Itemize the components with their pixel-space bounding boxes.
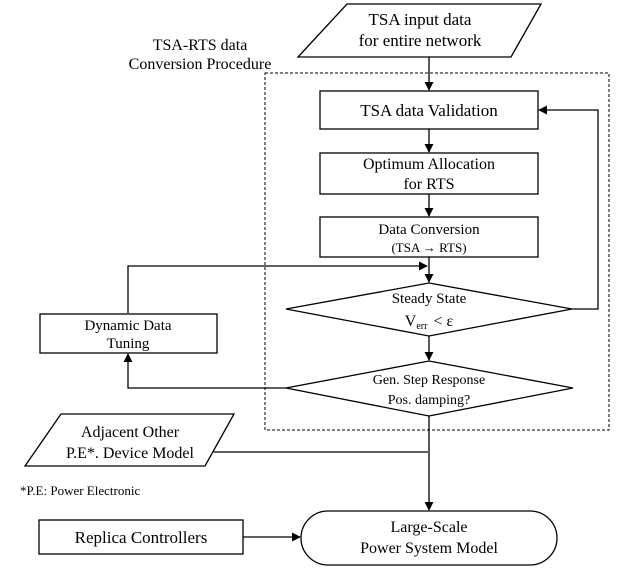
node-adjacent-line1: Adjacent Other [81,424,180,441]
procedure-label-line2: Conversion Procedure [129,56,272,73]
node-tuning: Dynamic Data Tuning [39,313,218,354]
procedure-frame [264,72,610,431]
steady-state-var: V [405,313,417,330]
node-tsa-input-line2: for entire network [359,31,482,50]
node-conversion: Data Conversion (TSA → RTS) [319,216,539,258]
node-output-line2: Power System Model [360,540,498,557]
steady-state-relation: < ε [433,313,453,330]
node-allocation: Optimum Allocation for RTS [319,152,539,195]
node-adjacent-line2: P.E*. Device Model [66,445,195,462]
edge-step-response-to-tuning [123,353,286,389]
node-tuning-line2: Tuning [107,336,150,352]
procedure-label-line1: TSA-RTS data [153,37,248,54]
edge-steady-state-loop-back [538,105,599,310]
node-steady-state: Steady State Verr < ε [285,282,573,337]
node-tuning-line1: Dynamic Data [84,318,171,334]
node-step-response-line1: Gen. Step Response [373,373,485,388]
node-conversion-line2: (TSA → RTS) [391,240,466,255]
node-tsa-input-line1: TSA input data [369,10,472,29]
steady-state-var-sub: err [416,321,428,332]
node-adjacent-model: Adjacent Other P.E*. Device Model [23,413,236,467]
footnote: *P.E: Power Electronic [20,483,140,498]
node-validation: TSA data Validation [319,90,539,130]
node-power-system-model: Large-Scale Power System Model [300,510,558,566]
edge-tuning-to-conversion-line [127,261,428,313]
node-allocation-line2: for RTS [403,176,454,193]
node-conversion-line1: Data Conversion [378,222,480,238]
node-step-response-line2: Pos. damping? [388,393,470,408]
node-steady-state-line1: Steady State [392,291,467,307]
node-tsa-input: TSA input data for entire network [296,3,543,58]
node-allocation-line1: Optimum Allocation [363,156,495,173]
node-replica-controllers: Replica Controllers [38,519,244,555]
node-replica-label: Replica Controllers [75,528,208,547]
node-step-response: Gen. Step Response Pos. damping? [285,360,574,417]
node-validation-label: TSA data Validation [360,101,498,120]
node-output-line1: Large-Scale [391,519,468,536]
node-steady-state-line2: Verr < ε [405,313,454,332]
